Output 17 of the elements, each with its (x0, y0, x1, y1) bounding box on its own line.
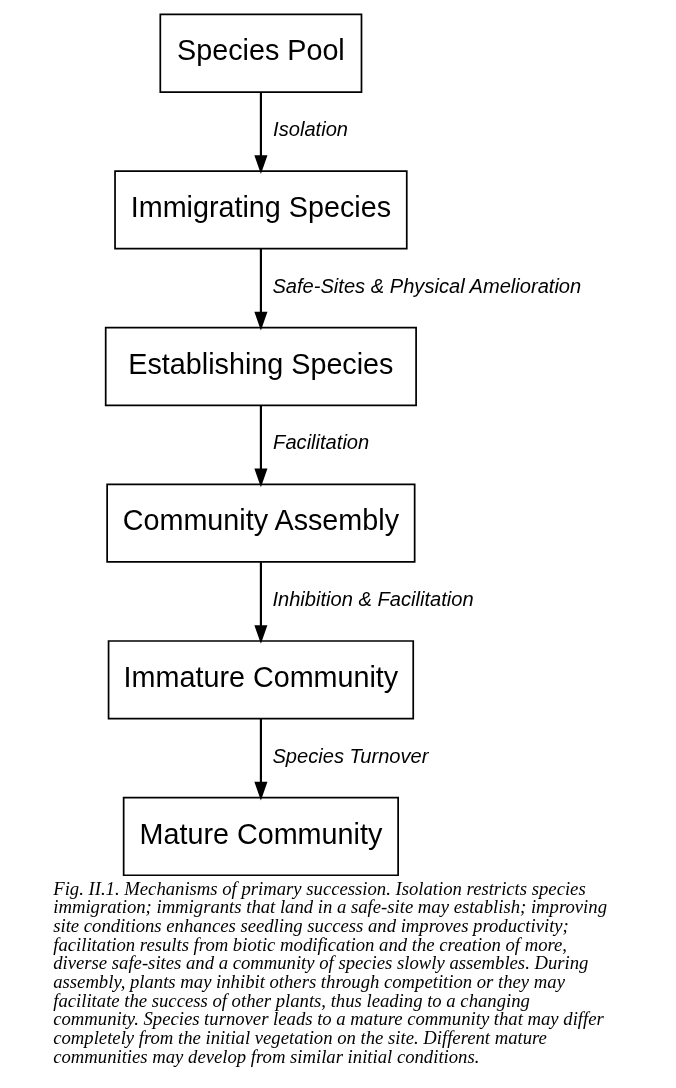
edge-label: Facilitation (272, 431, 369, 454)
node-box: Community Assembly (105, 483, 416, 563)
edge-label: Safe-Sites & Physical Amelioration (271, 274, 581, 297)
node-box: Establishing Species (104, 326, 417, 407)
caption: Fig. II.1. Mechanisms of primary succession. Isolation restricts species immigration; immigrants that land in a safe-site may establish; improving site conditions enhances seedling success and improves productivity; facilitation results from biotic modification and the creation of more, diverse safe-sites and a community of species slowly assembles. During assembly, plants may inhibit others through competition or they may facilitate the success of other plants, thus leading to a changing community. Species turnover leads to a mature community that may differ completely from the initial vegetation on the site. Different mature communities may develop from similar initial conditions. (52, 877, 607, 1067)
arrow (253, 92, 267, 174)
node-box: Mature Community (122, 796, 399, 877)
edge-label: Isolation (272, 118, 348, 141)
node-box: Species Pool (158, 13, 362, 93)
arrow (253, 562, 267, 644)
edge-label: Species Turnover (271, 744, 428, 767)
edge-label: Inhibition & Facilitation (271, 588, 474, 611)
arrow (253, 718, 267, 801)
node-box: Immigrating Species (113, 170, 408, 250)
arrow (253, 405, 267, 488)
arrow (253, 248, 267, 331)
node-box: Immature Community (107, 640, 414, 720)
